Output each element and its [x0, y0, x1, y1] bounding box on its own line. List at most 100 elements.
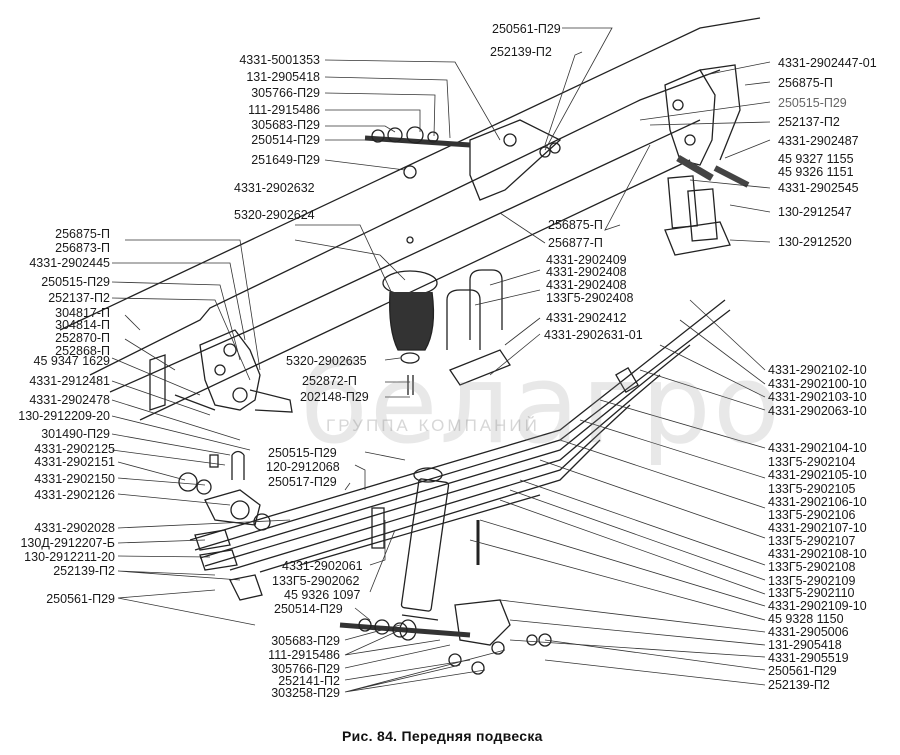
part-label: 250561-П29 — [492, 22, 561, 36]
part-label: 4331-2902061 — [282, 559, 363, 573]
part-label: 252139-П2 — [490, 45, 552, 59]
rear-bracket — [664, 64, 750, 256]
part-label: 301490-П29 — [41, 427, 110, 441]
part-label: 4331-2902409 — [546, 253, 627, 267]
part-label: 130-2912211-20 — [24, 550, 115, 564]
part-label: 4331-2902028 — [34, 521, 115, 535]
part-label: 251649-П29 — [251, 153, 320, 167]
part-label: 304817-П — [55, 306, 110, 320]
part-label: 133Г5-2902105 — [768, 482, 856, 496]
frame-rail — [59, 17, 761, 421]
part-label: 4331-2902487 — [778, 134, 859, 148]
part-label: 130-2912520 — [778, 235, 852, 249]
part-label: 4331-2902109-10 — [768, 599, 867, 613]
part-label: 305766-П29 — [251, 86, 320, 100]
part-label: 4331-2902105-10 — [768, 468, 867, 482]
part-label: 250561-П29 — [46, 592, 115, 606]
part-label: 4331-2902632 — [234, 181, 315, 195]
part-label: 256875-П — [55, 227, 110, 241]
part-label: 4331-2902126 — [34, 488, 115, 502]
part-label: 250561-П29 — [768, 664, 837, 678]
part-label: 4331-2902631-01 — [544, 328, 643, 342]
part-label: 252139-П2 — [53, 564, 115, 578]
part-label: 45 9328 1150 — [768, 612, 844, 626]
part-label: 130-2912547 — [778, 205, 852, 219]
part-label: 133Г5-2902408 — [546, 291, 634, 305]
part-label: 45 9327 1155 — [778, 152, 854, 166]
part-label: 133Г5-2902110 — [768, 586, 855, 600]
part-label: 4331-2902408 — [546, 265, 627, 279]
part-label: 4331-2902102-10 — [768, 363, 867, 377]
part-label: 202148-П29 — [300, 390, 369, 404]
shock-mount-top — [364, 119, 562, 201]
part-label: 111-2915486 — [268, 648, 340, 662]
part-label: 4331-2902447-01 — [778, 56, 877, 70]
part-label: 4331-2902125 — [34, 442, 115, 456]
part-label: 4331-2902107-10 — [768, 521, 867, 535]
part-label: 131-2905418 — [246, 70, 320, 84]
part-label: 250515-П29 — [268, 446, 337, 460]
part-label: 304814-П — [55, 318, 110, 332]
u-bolts — [446, 269, 511, 386]
part-label: 250515-П29 — [41, 275, 110, 289]
part-label: 133Г5-2902109 — [768, 574, 856, 588]
part-label: 4331-2912481 — [29, 374, 110, 388]
part-label: 4331-2902408 — [546, 278, 627, 292]
part-label: 252141-П2 — [278, 674, 340, 688]
part-label: 133Г5-2902108 — [768, 560, 856, 574]
leader-lines — [111, 27, 771, 693]
part-label: 250515-П29 — [778, 96, 847, 110]
part-label: 252137-П2 — [778, 115, 840, 129]
part-label: 305683-П29 — [271, 634, 340, 648]
part-label: 250514-П29 — [274, 602, 343, 616]
part-label: 252868-П — [55, 344, 110, 358]
part-label: 45 9326 1151 — [778, 165, 854, 179]
figure-caption: Рис. 84. Передняя подвеска — [342, 728, 543, 744]
part-label: 252870-П — [55, 331, 110, 345]
bump-stop — [382, 270, 438, 395]
part-label: 4331-2902545 — [778, 181, 859, 195]
part-label: 250517-П29 — [268, 475, 337, 489]
part-label: 4331-2902445 — [29, 256, 110, 270]
part-label: 4331-2902412 — [546, 311, 627, 325]
part-label: 130Д-2912207-Б — [20, 536, 115, 550]
part-label: 252872-П — [302, 374, 357, 388]
part-label: 131-2905418 — [768, 638, 842, 652]
part-label: 4331-2902478 — [29, 393, 110, 407]
part-label: 4331-2902100-10 — [768, 377, 867, 391]
part-label: 4331-5001353 — [239, 53, 320, 67]
part-label: 252137-П2 — [48, 291, 110, 305]
part-label: 130-2912209-20 — [18, 409, 110, 423]
part-label: 133Г5-2902106 — [768, 508, 856, 522]
part-label: 133Г5-2902104 — [768, 455, 856, 469]
front-bracket — [149, 329, 293, 413]
part-label: 256877-П — [548, 236, 603, 250]
part-label: 5320-2902635 — [286, 354, 367, 368]
watermark-logo: белагро — [300, 340, 783, 468]
watermark-subtitle: ГРУППА КОМПАНИЙ — [326, 416, 540, 435]
part-label: 4331-2905006 — [768, 625, 849, 639]
spring-front-eye — [178, 450, 271, 601]
part-label: 45 9347 1629 — [33, 354, 110, 368]
part-label: 4331-2902104-10 — [768, 441, 867, 455]
part-label: 5320-2902624 — [234, 208, 315, 222]
part-label: 256875-П — [548, 218, 603, 232]
part-label: 4331-2902063-10 — [768, 404, 867, 418]
part-label: 256873-П — [55, 241, 110, 255]
part-label: 305683-П29 — [251, 118, 320, 132]
part-label: 4331-2902150 — [34, 472, 115, 486]
part-label: 252139-П2 — [768, 678, 830, 692]
part-label: 133Г5-2902062 — [272, 574, 360, 588]
part-label: 305766-П29 — [271, 662, 340, 676]
part-label: 4331-2902106-10 — [768, 495, 867, 509]
part-label: 250514-П29 — [251, 133, 320, 147]
part-label: 256875-П — [778, 76, 833, 90]
part-label: 4331-2905519 — [768, 651, 849, 665]
part-label: 120-2912068 — [266, 460, 340, 474]
part-label: 4331-2902151 — [34, 455, 115, 469]
shock-absorber — [399, 467, 450, 641]
part-label: 303258-П29 — [271, 686, 340, 700]
part-label: 45 9326 1097 — [284, 588, 361, 602]
part-label: 111-2915486 — [248, 103, 320, 117]
